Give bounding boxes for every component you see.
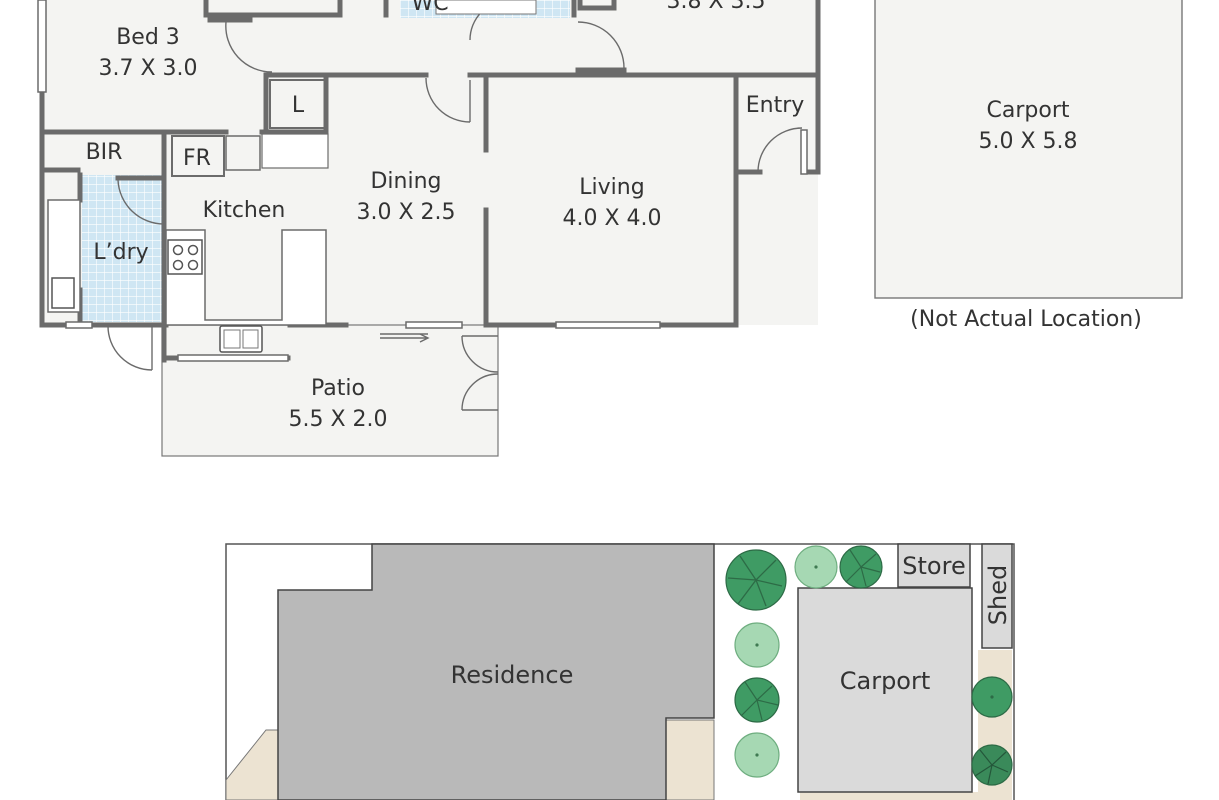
windows [37,0,808,362]
site-plan: Residence Carport Store Shed [225,543,1015,800]
room-dims-bed3: 3.7 X 3.0 [98,56,197,81]
residence-footprint [277,543,715,800]
room-name-bir: BIR [86,140,123,165]
fixtures [47,0,537,353]
floor-plan: Bed 3 3.7 X 3.0 3.8 X 3.5 WC L BIR FR Ki… [37,0,1183,457]
room-name-l: L [292,93,305,118]
tree [794,545,838,589]
room-dims-top-room: 3.8 X 3.5 [666,0,765,14]
store-outline [897,543,971,588]
kitchen-bench [165,229,327,326]
tree [971,744,1013,786]
room-name-patio: Patio [311,376,365,401]
room-name-laundry: L’dry [93,240,148,265]
room-name-bed3: Bed 3 [116,25,180,50]
patio-floor [162,325,498,456]
shed-label: Shed [984,565,1012,625]
room-dims-patio: 5.5 X 2.0 [288,407,387,432]
site-carport-label: Carport [840,667,931,695]
room-name-fr: FR [183,146,211,171]
room-dims-dining: 3.0 X 2.5 [356,200,455,225]
room-name-wc: WC [411,0,448,16]
tree [734,677,780,723]
carport-location-note: (Not Actual Location) [910,307,1142,332]
tree [839,545,883,589]
carport-name: Carport [987,98,1070,123]
shed-outline [981,543,1013,649]
site-carport [797,587,973,793]
trees [725,545,1013,786]
room-name-dining: Dining [370,169,441,194]
detached-carport: Carport 5.0 X 5.8 (Not Actual Location) [874,0,1183,332]
cooktop [167,239,203,275]
laundry-tub [51,277,75,309]
paving-front [800,792,978,800]
room-dims-living: 4.0 X 4.0 [562,206,661,231]
room-name-entry: Entry [746,93,805,118]
store-label: Store [902,552,965,580]
room-name-living: Living [579,175,644,200]
sink [219,325,263,353]
carport-dims: 5.0 X 5.8 [978,129,1077,154]
tree [734,622,780,668]
paving-right [665,719,715,800]
residence-label: Residence [451,661,574,689]
doors [107,0,803,411]
walls [39,0,821,363]
tree [725,549,787,611]
tree [734,732,780,778]
room-name-kitchen: Kitchen [203,198,286,223]
room-labels: Bed 3 3.7 X 3.0 3.8 X 3.5 WC L BIR FR Ki… [86,0,805,432]
tree [971,676,1013,718]
